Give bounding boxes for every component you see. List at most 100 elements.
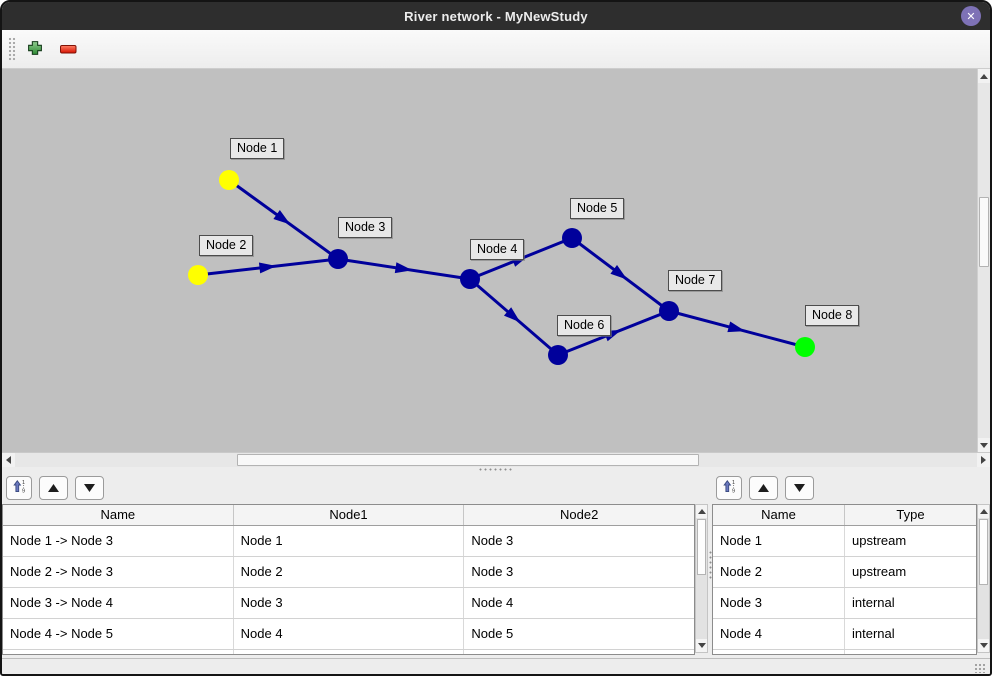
table-cell: Node 4	[471, 595, 514, 610]
node-label[interactable]: Node 5	[570, 198, 625, 219]
table-cell: Node 4	[234, 619, 465, 649]
triangle-up-icon	[697, 509, 706, 514]
table-cell: Node 3	[471, 533, 514, 548]
close-button[interactable]: ✕	[961, 6, 981, 26]
vertical-scroll-thumb[interactable]	[979, 519, 988, 585]
node-label[interactable]: Node 3	[338, 217, 393, 238]
arrow-down-icon	[794, 480, 805, 495]
toolbar-drag-handle-icon[interactable]	[8, 37, 16, 61]
links-toolbar: 1 9	[2, 471, 708, 504]
vertical-scroll-thumb[interactable]	[697, 519, 706, 575]
river-network-canvas[interactable]: Node 1 Node 2 Node 3 Node 4 Node 5 Node 6 Node…	[2, 69, 977, 452]
table-cell: Node 1	[234, 526, 465, 556]
move-up-button[interactable]	[39, 475, 68, 500]
table-cell: upstream	[852, 533, 907, 548]
scroll-down-button[interactable]	[978, 639, 989, 652]
column-header[interactable]: Name	[713, 505, 845, 525]
table-cell	[464, 650, 694, 654]
move-up-button[interactable]	[749, 475, 778, 500]
network-node[interactable]	[659, 301, 679, 321]
network-node[interactable]	[219, 170, 239, 190]
network-node[interactable]	[795, 337, 815, 357]
table-cell: internal	[852, 626, 895, 641]
edge-arrow-icon	[273, 210, 291, 225]
node-label[interactable]: Node 8	[805, 305, 860, 326]
table-cell: upstream	[852, 564, 907, 579]
node-label[interactable]: Node 1	[230, 138, 285, 159]
scroll-up-button[interactable]	[978, 69, 990, 83]
table-cell: Node 3 -> Node 4	[3, 588, 234, 618]
node-label[interactable]: Node 2	[199, 235, 254, 256]
node-label[interactable]: Node 7	[668, 270, 723, 291]
scroll-right-button[interactable]	[977, 453, 990, 467]
table-cell: Node 2 -> Node 3	[3, 557, 234, 587]
network-node[interactable]	[328, 249, 348, 269]
horizontal-scroll-thumb[interactable]	[237, 454, 699, 466]
scroll-up-button[interactable]	[696, 505, 707, 518]
nodes-table-scrollbar[interactable]	[977, 504, 990, 653]
triangle-down-icon	[697, 643, 706, 648]
horizontal-splitter[interactable]	[2, 467, 990, 471]
scroll-left-button[interactable]	[2, 453, 15, 467]
column-header[interactable]: Name	[3, 505, 234, 525]
sort-ascending-icon: 1 9	[11, 478, 27, 497]
edge-arrow-icon	[503, 307, 521, 323]
table-cell: Node 4 -> Node 5	[3, 619, 234, 649]
table-cell: Node 2	[713, 557, 845, 587]
canvas-row: Node 1 Node 2 Node 3 Node 4 Node 5 Node 6 Node…	[2, 69, 990, 452]
svg-text:9: 9	[22, 489, 25, 494]
scroll-down-button[interactable]	[696, 639, 707, 652]
move-down-button[interactable]	[75, 475, 104, 500]
triangle-left-icon	[6, 456, 11, 464]
sort-button[interactable]: 1 9	[716, 475, 742, 500]
edge-arrow-icon	[394, 262, 413, 274]
remove-button[interactable]	[56, 36, 80, 62]
plus-icon	[27, 40, 43, 59]
links-table-scrollbar[interactable]	[695, 504, 708, 653]
table-cell: Node 1	[713, 526, 845, 556]
resize-grip[interactable]	[974, 663, 986, 673]
table-row[interactable]: Node 2 upstream	[713, 557, 976, 588]
nodes-toolbar: 1 9	[712, 471, 990, 504]
table-cell: internal	[852, 595, 895, 610]
canvas-horizontal-scrollbar[interactable]	[2, 452, 990, 467]
table-cell: Node 1 -> Node 3	[3, 526, 234, 556]
add-button[interactable]	[23, 36, 47, 62]
move-down-button[interactable]	[785, 475, 814, 500]
edge-arrow-icon	[610, 264, 628, 280]
sort-button[interactable]: 1 9	[6, 475, 32, 500]
network-node[interactable]	[188, 265, 208, 285]
canvas-vertical-scrollbar[interactable]	[977, 69, 990, 452]
titlebar[interactable]: River network - MyNewStudy ✕	[2, 2, 990, 30]
table-cell: Node 4	[713, 619, 845, 649]
table-row[interactable]: Node 4 internal	[713, 619, 976, 650]
column-header[interactable]: Node1	[233, 505, 465, 525]
table-row[interactable]: Node 3 internal	[713, 588, 976, 619]
svg-text:1: 1	[22, 480, 25, 486]
node-label[interactable]: Node 4	[470, 239, 525, 260]
scroll-up-button[interactable]	[978, 505, 989, 518]
network-node[interactable]	[562, 228, 582, 248]
table-row[interactable]: Node 1 upstream	[713, 526, 976, 557]
network-node[interactable]	[548, 345, 568, 365]
status-bar	[2, 658, 990, 674]
table-cell: Node 3	[713, 588, 845, 618]
scroll-down-button[interactable]	[978, 438, 990, 452]
column-header[interactable]: Type	[845, 505, 976, 525]
table-cell	[3, 650, 234, 654]
column-header[interactable]: Node2	[464, 505, 694, 525]
vertical-splitter[interactable]	[708, 471, 712, 658]
triangle-down-icon	[980, 442, 988, 448]
triangle-up-icon	[980, 73, 988, 79]
vertical-scroll-thumb[interactable]	[979, 197, 989, 267]
network-node[interactable]	[460, 269, 480, 289]
node-label[interactable]: Node 6	[557, 315, 612, 336]
